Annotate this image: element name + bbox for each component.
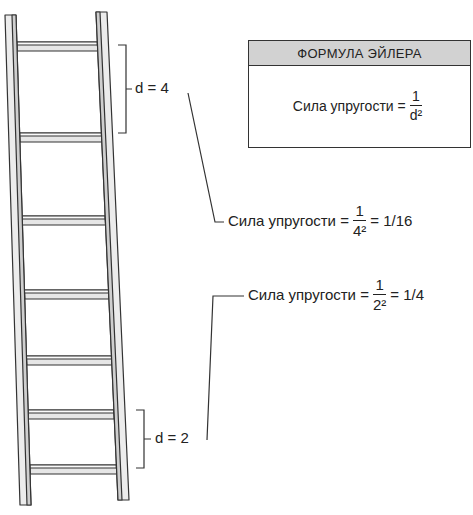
ladder-rung bbox=[22, 216, 105, 225]
label-text: = 1/16 bbox=[370, 212, 412, 229]
formula-label: d = 2 bbox=[155, 429, 189, 446]
ladder-rail-side bbox=[12, 15, 31, 505]
formula-header: ФОРМУЛА ЭЙЛЕРА bbox=[249, 41, 470, 66]
formula-body: Сила упругости = 1 d² bbox=[249, 66, 470, 147]
ladder-rung-top bbox=[22, 216, 105, 219]
label-text: Сила упругости = bbox=[228, 212, 349, 229]
formula-title: ФОРМУЛА ЭЙЛЕРА bbox=[297, 46, 422, 61]
ladder-rung bbox=[28, 410, 114, 419]
formula-text: Сила упругости = bbox=[293, 98, 406, 114]
ladder-rung-top bbox=[30, 465, 117, 468]
numerator: 1 bbox=[355, 202, 363, 219]
ladder-rung bbox=[30, 465, 117, 474]
ladder bbox=[5, 12, 129, 505]
ladder-rung bbox=[20, 133, 102, 142]
denominator: d² bbox=[410, 107, 422, 123]
denominator: 2² bbox=[373, 296, 386, 313]
fraction-bar bbox=[353, 220, 366, 221]
label-text: Сила упругости = bbox=[248, 286, 369, 303]
label-text: = 1/4 bbox=[390, 286, 424, 303]
fraction: 1 d² bbox=[410, 88, 422, 123]
ladder-rail bbox=[96, 12, 129, 500]
ladder-rung-top bbox=[20, 133, 102, 136]
ladder-rung bbox=[17, 42, 98, 51]
formula-label: Сила упругости =12²= 1/4 bbox=[248, 276, 424, 313]
leader-line bbox=[207, 296, 244, 440]
numerator: 1 bbox=[375, 276, 383, 293]
fraction: 14² bbox=[353, 202, 366, 239]
fraction: 12² bbox=[373, 276, 386, 313]
ladder-rung-top bbox=[24, 290, 108, 293]
ladder-rung bbox=[24, 290, 109, 299]
denominator: 4² bbox=[353, 222, 366, 239]
bracket bbox=[118, 45, 132, 133]
label-text: d = 2 bbox=[155, 429, 189, 446]
ladder-rail-side bbox=[96, 12, 122, 500]
formula-label: d = 4 bbox=[135, 79, 169, 96]
leader-line bbox=[188, 93, 224, 222]
label-text: d = 4 bbox=[135, 79, 169, 96]
bracket bbox=[136, 410, 151, 468]
ladder-rung bbox=[26, 356, 112, 365]
ladder-rung-top bbox=[28, 410, 114, 413]
formula-label: Сила упругости =14²= 1/16 bbox=[228, 202, 412, 239]
ladder-rung-top bbox=[17, 42, 98, 45]
numerator: 1 bbox=[412, 88, 420, 104]
ladder-rung-top bbox=[26, 356, 111, 359]
formula-box: ФОРМУЛА ЭЙЛЕРА Сила упругости = 1 d² bbox=[248, 40, 471, 148]
ladder-rail bbox=[5, 15, 31, 505]
fraction-bar bbox=[410, 105, 422, 106]
fraction-bar bbox=[373, 294, 386, 295]
